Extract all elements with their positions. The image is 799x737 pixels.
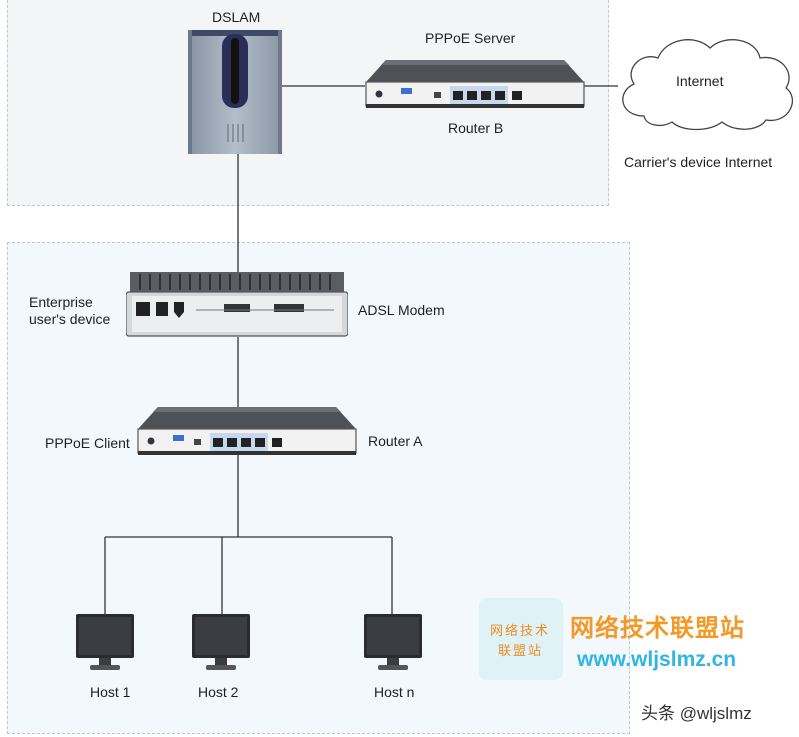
router-icon (365, 60, 585, 108)
watermark-title: 网络技术联盟站 (570, 615, 745, 642)
carrier-label: Carrier's device Internet (624, 154, 773, 170)
cloud-icon (622, 39, 794, 131)
watermark-badge (479, 598, 563, 680)
host-2-label: Host 2 (198, 684, 239, 700)
monitor-icon (364, 614, 422, 670)
host-n-label: Host n (374, 684, 415, 700)
internet-label: Internet (676, 73, 724, 89)
watermark-badge-line2: 联盟站 (498, 643, 544, 658)
pppoe-client-label: PPPoE Client (45, 435, 130, 451)
pppoe-server-label: PPPoE Server (425, 30, 516, 46)
watermark-url: www.wljslmz.cn (577, 648, 737, 671)
host-1-label: Host 1 (90, 684, 131, 700)
modem-icon (126, 272, 348, 337)
router-b-label: Router B (448, 120, 504, 136)
dslam-label: DSLAM (212, 9, 261, 25)
enterprise-label-line2: user's device (29, 311, 111, 327)
enterprise-label-line1: Enterprise (29, 294, 93, 310)
adsl-modem-label: ADSL Modem (358, 302, 445, 318)
watermark-badge-line1: 网络技术 (490, 623, 551, 638)
watermark-brand: 头条 @wljslmz (641, 704, 752, 723)
monitor-icon (76, 614, 134, 670)
dslam-icon (188, 30, 282, 154)
router-a-label: Router A (368, 433, 423, 449)
router-icon (137, 407, 357, 455)
monitor-icon (192, 614, 250, 670)
